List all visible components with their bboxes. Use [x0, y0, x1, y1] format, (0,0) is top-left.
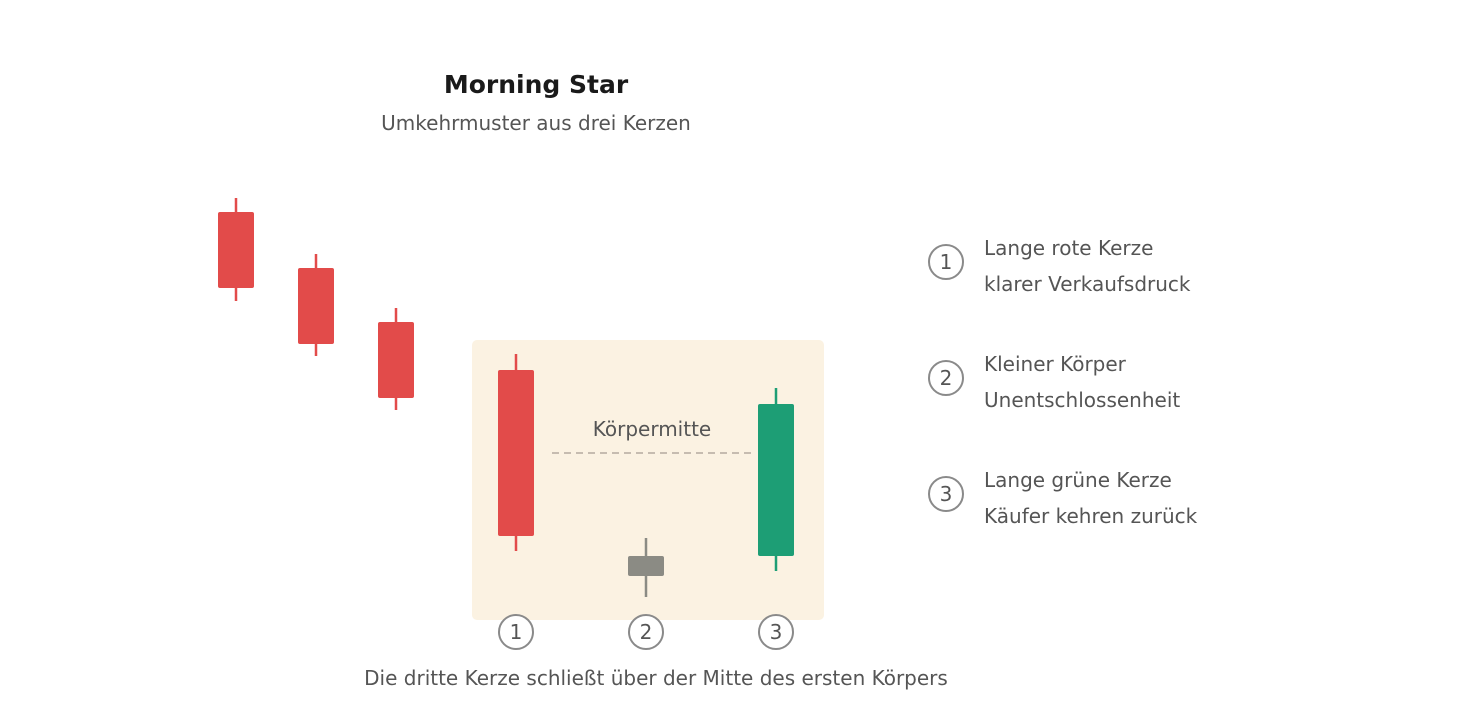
legend-title: Kleiner Körper — [984, 352, 1126, 376]
candle-marker-1: 1 — [498, 614, 534, 650]
pattern-candle-1-bearish — [498, 354, 534, 551]
legend-title: Lange rote Kerze — [984, 236, 1154, 260]
candle-marker-3: 3 — [758, 614, 794, 650]
legend-description: Käufer kehren zurück — [984, 504, 1198, 528]
legend-number-badge: 2 — [928, 360, 964, 396]
legend-number-badge: 3 — [928, 476, 964, 512]
pattern-candle-3-bullish — [758, 388, 794, 571]
diagram-title: Morning Star — [443, 70, 629, 99]
legend-number-badge: 1 — [928, 244, 964, 280]
svg-text:3: 3 — [770, 620, 783, 644]
svg-text:2: 2 — [640, 620, 653, 644]
svg-text:1: 1 — [510, 620, 523, 644]
legend-description: klarer Verkaufsdruck — [984, 272, 1191, 296]
legend-title: Lange grüne Kerze — [984, 468, 1172, 492]
highlight-area — [472, 340, 824, 620]
candle-marker-2: 2 — [628, 614, 664, 650]
diagram-caption: Die dritte Kerze schließt über der Mitte… — [364, 666, 948, 690]
downtrend-candle-1 — [218, 198, 254, 301]
diagram-subtitle: Umkehrmuster aus drei Kerzen — [381, 111, 691, 135]
legend-description: Unentschlossenheit — [984, 388, 1181, 412]
pattern-candle-2-small-body — [628, 538, 664, 597]
downtrend-candle-2 — [298, 254, 334, 356]
midpoint-label: Körpermitte — [593, 417, 711, 441]
downtrend-candle-3 — [378, 308, 414, 410]
